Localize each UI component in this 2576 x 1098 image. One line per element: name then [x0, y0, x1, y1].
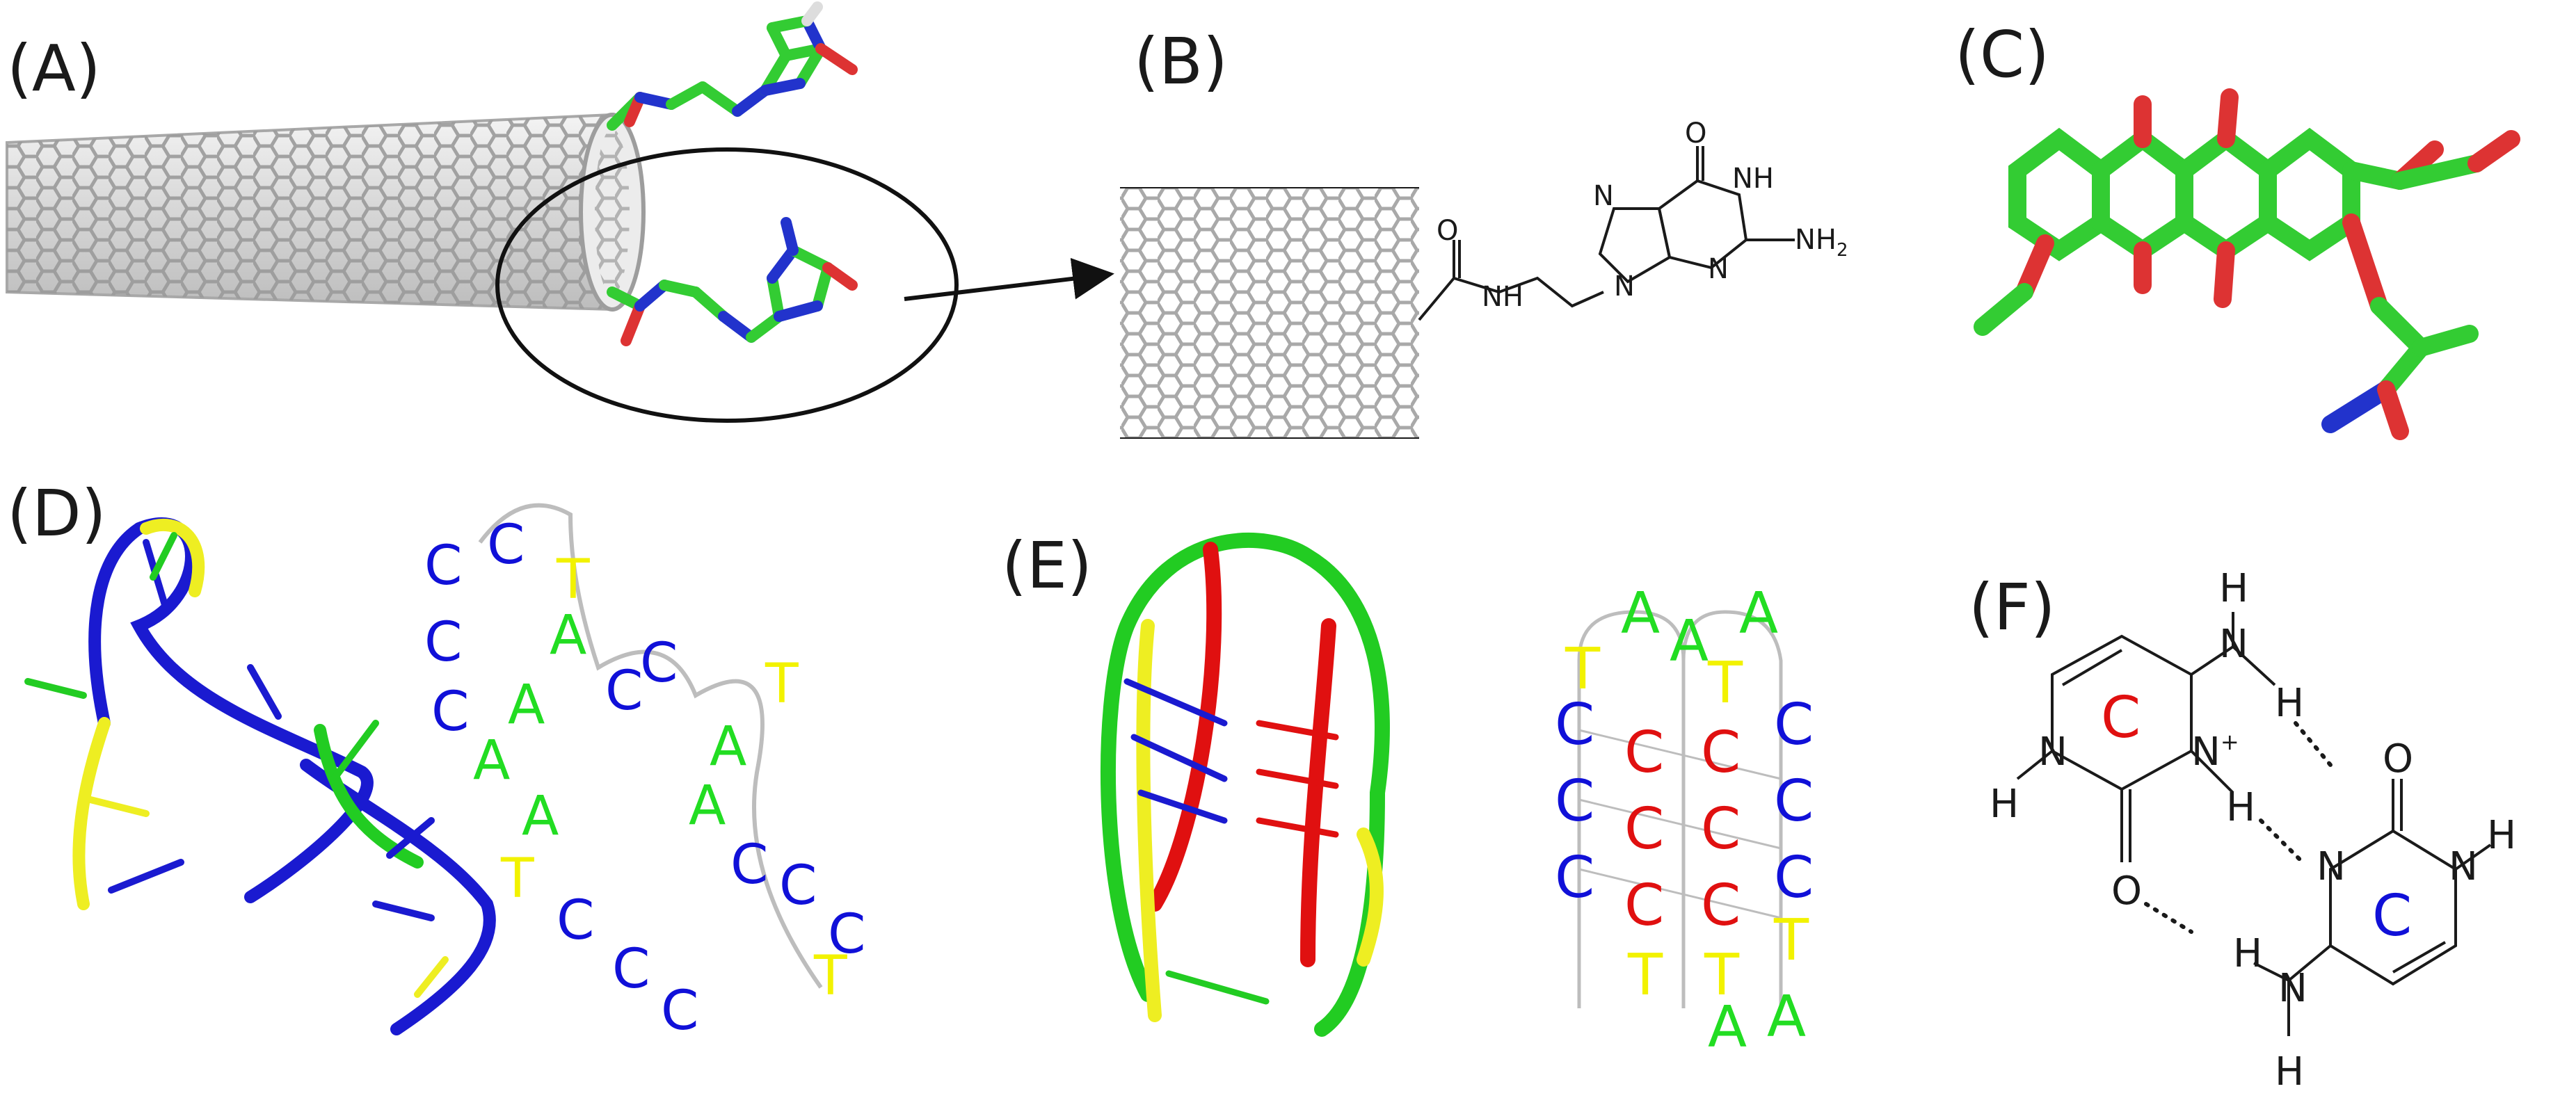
base-e-b3: T [1773, 907, 1809, 974]
base-e-r2: C [1774, 768, 1814, 834]
carbonyl-o-label: O [1437, 215, 1458, 247]
ring-nh-label: NH [1732, 163, 1774, 195]
sequence-schematic-d: C C T C A C A C C T A A A A T C C C C C … [424, 503, 865, 1042]
f-h-amine2: H [2233, 931, 2262, 976]
panel-b-label: (B) [1134, 24, 1228, 99]
f-h-amine: H [2275, 681, 2304, 726]
f-h-n1-ring2: H [2487, 813, 2516, 858]
n7-label: N [1593, 180, 1614, 212]
graphene-lattice [1120, 187, 1419, 439]
base-d-14: A [689, 775, 726, 837]
base-d-11: A [473, 729, 510, 792]
guanine-linker-upper [607, 1, 858, 131]
f-n-amine: N [2219, 622, 2248, 667]
base-d-20: C [779, 855, 817, 917]
f-h-bottom: H [2275, 1049, 2304, 1095]
panel-c: (C) [1955, 17, 2520, 440]
carbon-nanotube [6, 113, 646, 312]
cytosine-pair: H N H N H N+ H O C O N N H H N H C [1990, 566, 2516, 1095]
base-e-topt-1: T [1565, 636, 1601, 702]
base-e-m1: C [1624, 720, 1664, 786]
f-n3-ring2: N [2317, 844, 2346, 889]
base-e-l1: C [1555, 692, 1594, 758]
base-d-16: C [557, 889, 594, 952]
base-d-07: A [508, 674, 545, 736]
base-d-17: C [612, 938, 650, 1001]
f-n3-plus: N+ [2191, 729, 2239, 775]
base-d-18: C [661, 980, 698, 1042]
base-e-n3: C [1701, 873, 1741, 939]
panel-c-label: (C) [1955, 17, 2049, 92]
base-e-l2: C [1555, 768, 1594, 834]
base-d-22: T [813, 945, 847, 1008]
guanine-structure: O NH O NH N N N NH2 [1418, 118, 1848, 321]
panel-d-label: (D) [7, 476, 106, 551]
panel-a: (A) [6, 1, 1114, 423]
base-e-m3: C [1624, 873, 1664, 939]
base-d-19: C [730, 834, 768, 896]
panel-e: (E) A A [1002, 528, 1814, 1060]
i-motif-3d [1101, 532, 1390, 1037]
base-d-06: C [431, 681, 469, 743]
base-d-10: T [765, 653, 799, 716]
base-d-01: C [424, 535, 462, 597]
base-e-b1: T [1627, 942, 1663, 1008]
base-e-l3: C [1555, 845, 1594, 911]
base-d-13: A [710, 716, 746, 778]
zoom-ellipse [495, 147, 959, 423]
base-e-r1: C [1774, 692, 1814, 758]
base-e-b2: T [1704, 942, 1740, 1008]
doxorubicin-model [1974, 88, 2520, 440]
i-motif-schematic: A A A T T C C C C C C C C C C C C T T T … [1555, 581, 1814, 1060]
dna-backbone-3d [24, 517, 496, 1035]
base-d-04: C [424, 611, 462, 674]
base-e-ba1: A [1708, 994, 1747, 1060]
zoom-arrow [904, 257, 1114, 301]
base-e-top-1: A [1621, 581, 1660, 647]
base-d-02: C [487, 514, 525, 576]
base-e-ba2: A [1767, 984, 1806, 1050]
base-e-topt-2: T [1707, 650, 1743, 716]
f-n-amine2: N [2278, 966, 2307, 1011]
f-ring1-base: C [2101, 685, 2141, 751]
base-e-top-3: A [1739, 581, 1778, 647]
f-ring2-base: C [2372, 883, 2412, 949]
f-h-top: H [2219, 566, 2248, 611]
base-e-top-2: A [1670, 608, 1709, 675]
panel-a-label: (A) [7, 31, 101, 106]
f-h-n1: H [1990, 782, 2019, 827]
base-d-15: T [500, 848, 534, 910]
base-d-03: T [556, 549, 590, 611]
f-o-ring2: O [2383, 736, 2413, 782]
base-e-n2: C [1701, 796, 1741, 862]
amine-label: NH2 [1795, 224, 1848, 261]
amide-nh-label: NH [1482, 281, 1523, 313]
f-n1: N [2038, 729, 2067, 775]
base-d-21: C [828, 903, 865, 966]
panel-b: (B) O NH O NH N N N NH2 [1120, 24, 1848, 439]
base-e-m2: C [1624, 796, 1664, 862]
f-h-n3: H [2226, 785, 2255, 830]
f-o-ring1: O [2111, 869, 2142, 914]
f-n1-ring2: N [2449, 844, 2478, 889]
base-d-05: A [550, 604, 586, 667]
panel-f-label: (F) [1969, 570, 2056, 645]
ring-o-label: O [1685, 118, 1706, 150]
base-d-08: C [605, 660, 643, 722]
n3-label: N [1708, 253, 1729, 285]
base-e-n1: C [1701, 720, 1741, 786]
base-e-r3: C [1774, 845, 1814, 911]
panel-f: (F) H N H N H N+ H O C [1969, 566, 2516, 1095]
guanine-linker-lower [607, 217, 858, 346]
panel-d: (D) C C T C [7, 476, 865, 1042]
base-d-09: C [640, 632, 678, 695]
n9-label: N [1614, 271, 1635, 302]
base-d-12: A [522, 785, 559, 848]
panel-e-label: (E) [1002, 528, 1092, 603]
